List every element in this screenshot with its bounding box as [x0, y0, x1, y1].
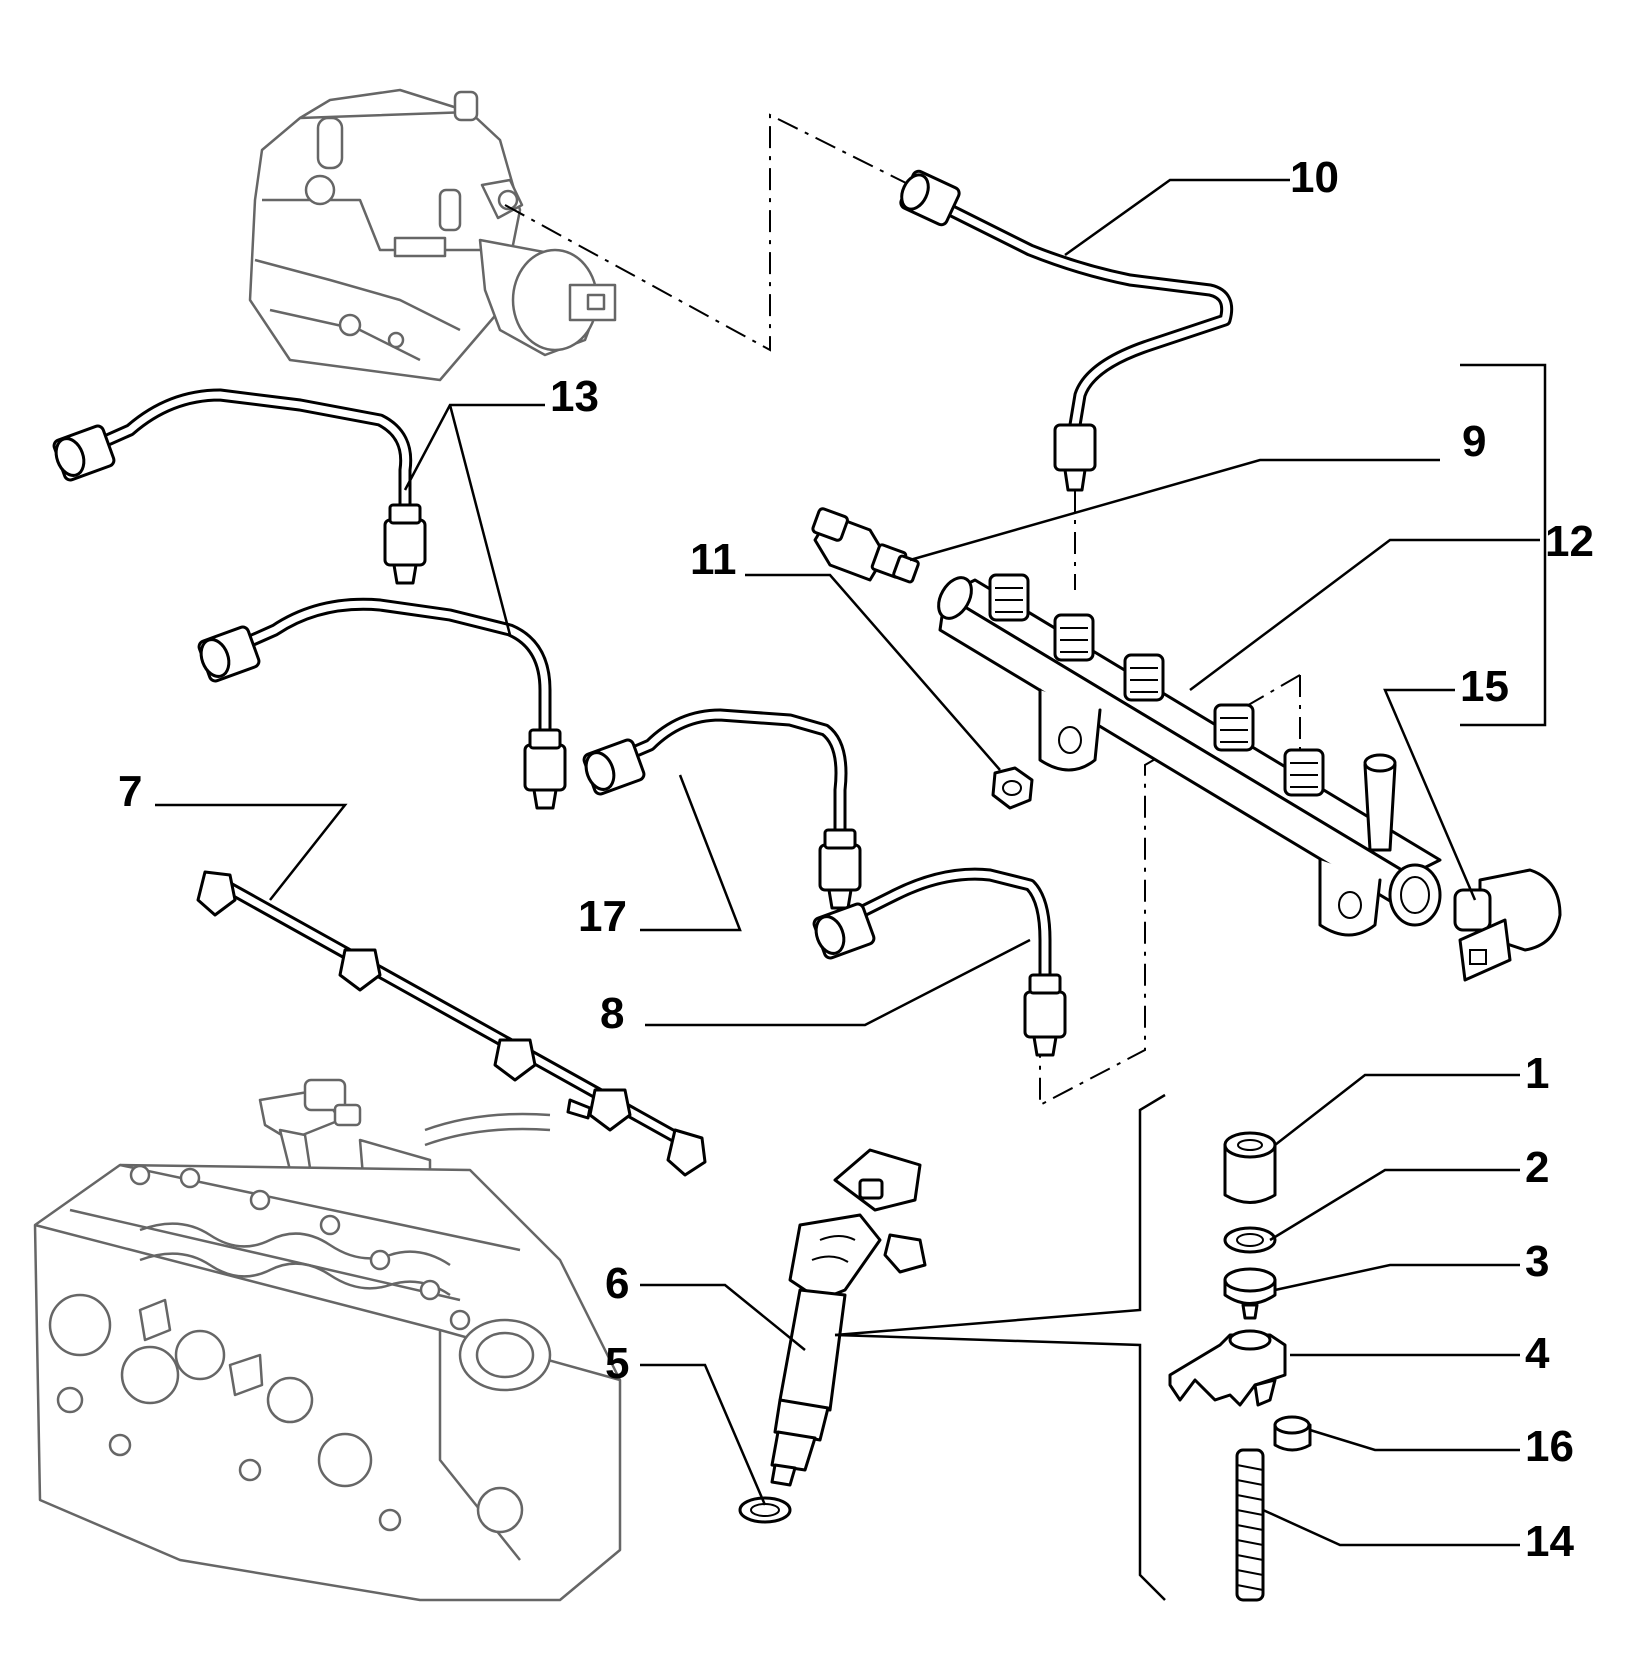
pressure-sensor-9 — [811, 507, 920, 584]
leader-lines — [155, 178, 1547, 1601]
callout-16: 16 — [1525, 1422, 1574, 1471]
connection-lines — [504, 113, 1301, 1107]
callout-14: 14 — [1525, 1517, 1574, 1566]
callout-17: 17 — [578, 892, 627, 941]
nut-11 — [991, 766, 1034, 810]
callout-15: 15 — [1460, 662, 1509, 711]
pipe-13-lower — [197, 597, 567, 810]
washer-2 — [1223, 1226, 1277, 1254]
pipe-10 — [899, 169, 1234, 492]
callout-5: 5 — [605, 1339, 630, 1388]
callout-4: 4 — [1525, 1329, 1550, 1378]
pipe-13-upper — [52, 388, 427, 585]
callout-12: 12 — [1545, 517, 1594, 566]
injector-6 — [770, 1148, 927, 1487]
callout-7: 7 — [118, 767, 143, 816]
clamp-4 — [1168, 1329, 1287, 1407]
callout-8: 8 — [600, 989, 625, 1038]
pipe-17 — [582, 708, 862, 910]
pipe-8 — [812, 867, 1067, 1057]
bushing-1 — [1223, 1131, 1277, 1204]
callout-10: 10 — [1290, 153, 1339, 202]
spacer-16 — [1273, 1415, 1312, 1452]
pressure-regulator-15 — [1453, 868, 1562, 982]
fuel-rail-12 — [937, 573, 1442, 937]
callout-3: 3 — [1525, 1237, 1550, 1286]
stud-14 — [1235, 1448, 1265, 1602]
callout-11: 11 — [690, 535, 737, 584]
high-pressure-pump — [248, 88, 617, 382]
callout-6: 6 — [605, 1259, 630, 1308]
cylinder-head — [33, 1163, 622, 1602]
washer-5 — [738, 1496, 792, 1524]
callout-9: 9 — [1462, 417, 1487, 466]
spherical-washer-3 — [1223, 1267, 1277, 1320]
callout-2: 2 — [1525, 1143, 1550, 1192]
callout-13: 13 — [550, 372, 599, 421]
return-line-7 — [196, 870, 707, 1177]
callout-1: 1 — [1525, 1049, 1550, 1098]
